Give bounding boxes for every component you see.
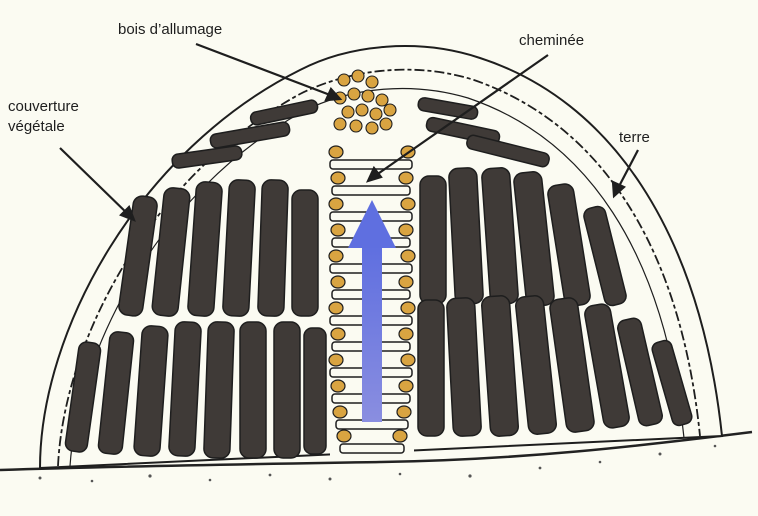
label-couverture-line1: couverture — [8, 97, 79, 117]
label-cheminee: cheminée — [519, 31, 584, 51]
label-terre: terre — [619, 128, 650, 148]
label-couverture-vegetale: couverture végétale — [8, 97, 79, 137]
label-couverture-line2: végétale — [8, 117, 79, 137]
label-bois-allumage: bois d’allumage — [118, 20, 222, 40]
pointer-couverture — [60, 148, 132, 218]
